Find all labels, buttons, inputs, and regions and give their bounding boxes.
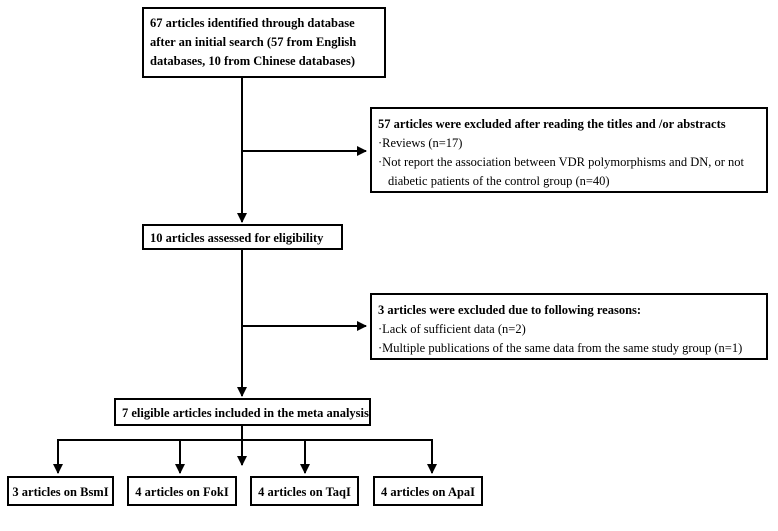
exclusion1-item-not-report-cont: diabetic patients of the control group (… — [388, 174, 610, 188]
outcome-label-apai: 4 articles on ApaI — [380, 485, 476, 499]
identification-line-2: after an initial search (57 from English — [150, 35, 357, 49]
exclusion2-box: 3 articles were excluded due to followin… — [370, 293, 768, 360]
outcome-label-taqi: 4 articles on TaqI — [258, 485, 351, 499]
exclusion1-box: 57 articles were excluded after reading … — [370, 107, 768, 193]
exclusion2-item-lack-data: ·Lack of sufficient data (n=2) — [378, 322, 526, 336]
exclusion1-heading: 57 articles were excluded after reading … — [378, 117, 726, 131]
exclusion2-heading: 3 articles were excluded due to followin… — [378, 303, 642, 317]
identification-line-1: 67 articles identified through database — [150, 16, 355, 30]
eligibility-box: 10 articles assessed for eligibility — [142, 224, 343, 250]
outcome-box-taqi: 4 articles on TaqI — [250, 476, 359, 506]
included-box: 7 eligible articles included in the meta… — [114, 398, 371, 426]
outcome-box-foki: 4 articles on FokI — [127, 476, 237, 506]
included-label: 7 eligible articles included in the meta… — [122, 406, 369, 420]
outcome-label-foki: 4 articles on FokI — [135, 485, 229, 499]
identification-line-3: databases, 10 from Chinese databases) — [150, 54, 355, 68]
outcome-box-bsmi: 3 articles on BsmI — [7, 476, 114, 506]
exclusion1-item-reviews: ·Reviews (n=17) — [378, 136, 463, 150]
exclusion2-item-multiple-publications: ·Multiple publications of the same data … — [378, 341, 743, 355]
outcome-label-bsmi: 3 articles on BsmI — [12, 485, 109, 499]
exclusion1-item-not-report: ·Not report the association between VDR … — [378, 155, 745, 169]
identification-box: 67 articles identified through database … — [142, 7, 386, 78]
outcome-box-apai: 4 articles on ApaI — [373, 476, 483, 506]
eligibility-label: 10 articles assessed for eligibility — [150, 231, 324, 245]
